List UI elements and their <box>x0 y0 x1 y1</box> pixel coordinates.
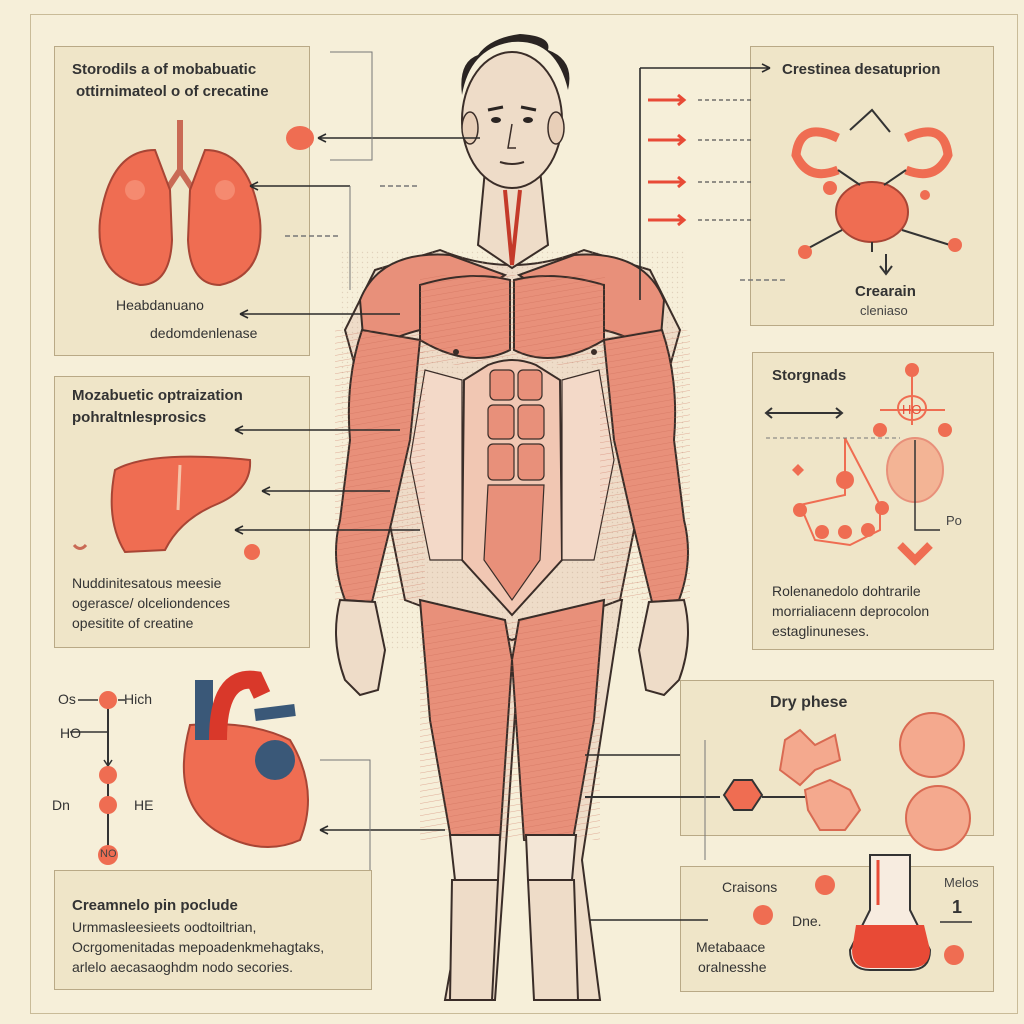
creatine-top-label-line2: cleniaso <box>860 303 908 318</box>
steroids-body-line2: morrialiacenn deprocolon <box>772 603 930 619</box>
liver-body-line2: ogerasce/ olceliondences <box>72 595 230 611</box>
creatine-bottom-body-line3: arlelo aecasaoghdm nodo secories. <box>72 959 294 975</box>
steroids-body-line1: Rolenanedolo dohtrarile <box>772 583 921 599</box>
lungs-title-line2: ottirnimateol o of crecatine <box>76 83 269 100</box>
panel-steroids <box>752 352 994 650</box>
cell-icon <box>585 712 971 851</box>
chem-no-label: NO <box>100 848 117 860</box>
abdominal-muscles <box>460 359 564 617</box>
dry-phase-title: Dry phese <box>770 694 848 711</box>
chem-os-label: Os <box>58 691 76 707</box>
small-organ-icon <box>286 126 314 150</box>
lungs-title-line1: Storodils a of mobabuatic <box>72 61 257 78</box>
chem-chain-icon <box>70 691 125 865</box>
arrow-icons <box>648 93 752 227</box>
human-figure <box>335 34 690 1001</box>
molecule-icon <box>764 363 952 566</box>
liver-body-line1: Nuddinitesatous meesie <box>72 575 222 591</box>
creatine-top-label-line1: Crearain <box>855 283 916 300</box>
chem-dn-label: Dn <box>52 797 70 813</box>
steroids-title: Storgnads <box>772 367 847 384</box>
steroids-ho-label: HO <box>902 402 922 417</box>
dry-phase-creasons-label: Craisons <box>722 879 778 895</box>
flask-icon <box>753 854 972 971</box>
dry-phase-meta-line1: Metabaace <box>696 939 766 955</box>
liver-body-line3: opesitite of creatine <box>72 615 194 631</box>
connector-lines <box>234 51 785 921</box>
heart-icon <box>182 670 309 849</box>
panel-lungs <box>54 46 310 356</box>
steroids-body-line3: estaglinuneses. <box>772 623 870 639</box>
dry-phase-arrow-label: 1 <box>952 897 963 917</box>
lungs-label-line2: dedomdenlenase <box>150 325 258 341</box>
chem-hich-label: Hich <box>124 691 153 707</box>
chem-he-label: HE <box>134 797 154 813</box>
liver-title-line2: pohraltnlesprosics <box>72 409 207 426</box>
lungs-icon <box>98 120 262 287</box>
steroids-po-label: Po <box>946 513 962 528</box>
dry-phase-dne-label: Dne. <box>792 913 822 929</box>
creatine-bottom-title: Creamnelo pin poclude <box>72 897 238 914</box>
infographic-frame <box>30 14 1018 1014</box>
chem-ho-label: HO <box>60 725 81 741</box>
liver-icon <box>72 455 260 560</box>
lungs-label-line1: Heabdanuano <box>116 297 204 313</box>
panel-dry-phase-lower <box>680 866 994 992</box>
dry-phase-melos-label: Melos <box>944 875 979 890</box>
crab-molecule-icon <box>791 108 962 276</box>
liver-title-line1: Mozabuetic optraization <box>72 387 243 404</box>
panel-creatine-bottom <box>54 870 372 990</box>
creatine-top-title: Crestinea desatuprion <box>782 61 941 78</box>
dry-phase-meta-line2: oralnesshe <box>698 959 767 975</box>
creatine-bottom-body-line1: Urmmasleesieets oodtoiltrian, <box>72 919 257 935</box>
creatine-bottom-body-line2: Ocrgomenitadas mepoadenkmehagtaks, <box>72 939 325 955</box>
